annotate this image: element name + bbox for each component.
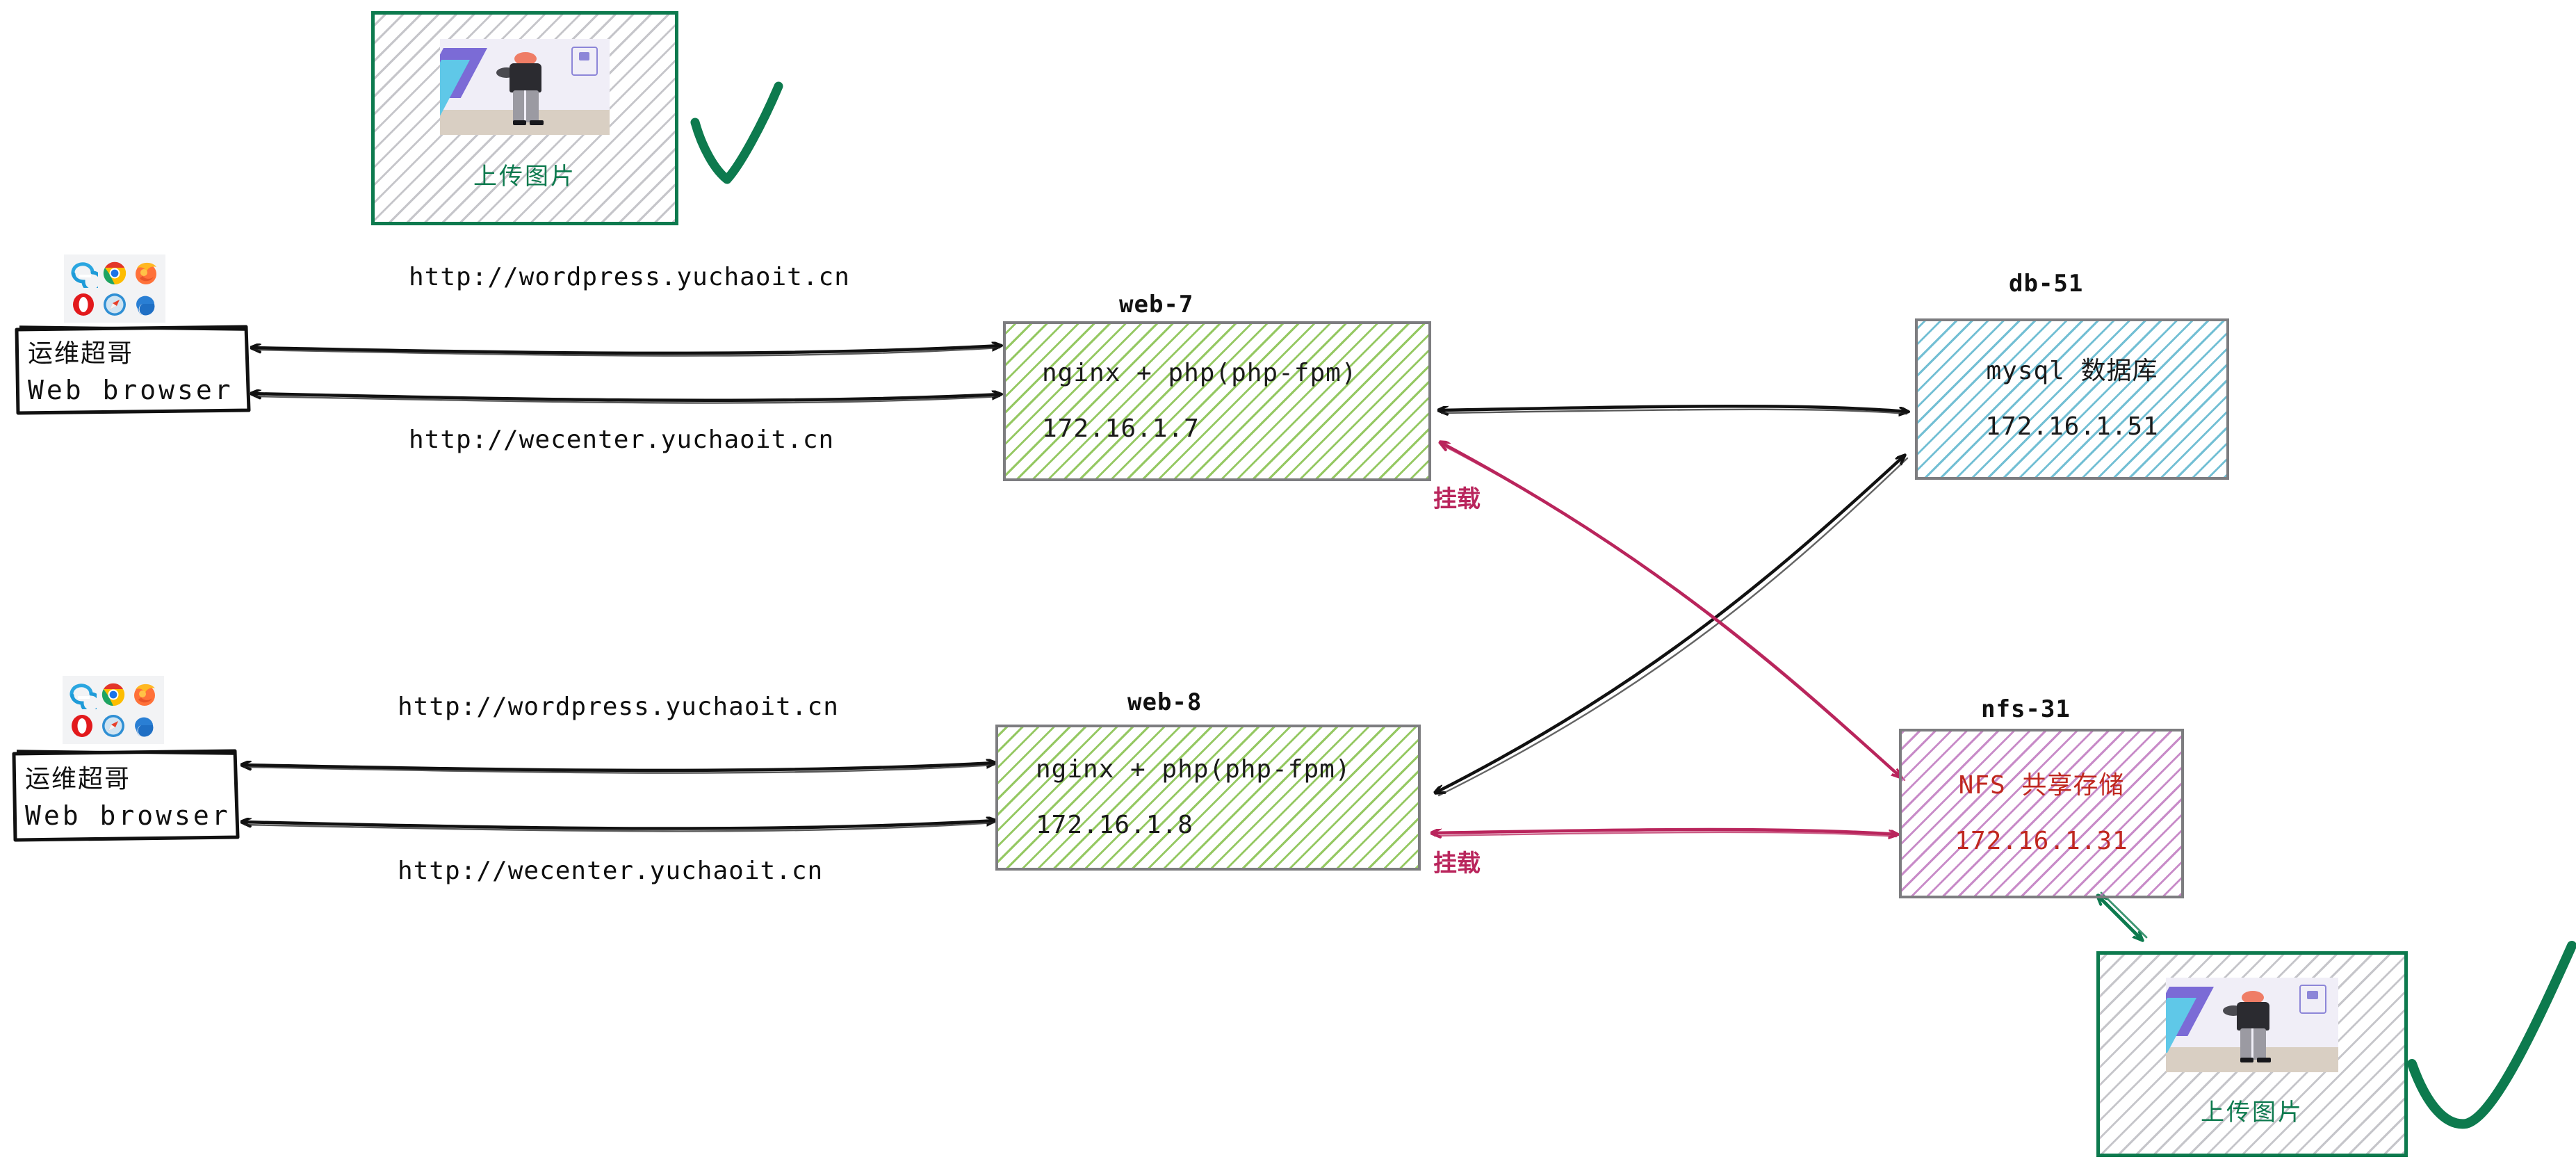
web7-caption: web-7 bbox=[1119, 291, 1194, 318]
arrow-web8-db51 bbox=[1435, 455, 1909, 797]
checkmark-icon-bottom bbox=[2407, 941, 2576, 1129]
upload-card-bottom[interactable]: 上传图片 bbox=[2096, 951, 2408, 1157]
uploaded-photo-thumbnail bbox=[440, 38, 610, 135]
edge-icon bbox=[134, 717, 154, 736]
arrow-client-top-web7-wordpress bbox=[250, 346, 1001, 357]
db51-line1: mysql 数据库 bbox=[1986, 357, 2158, 386]
edge-icon bbox=[136, 296, 155, 315]
chrome-icon bbox=[103, 261, 127, 284]
web7-line2: 172.16.1.7 bbox=[1042, 414, 1200, 443]
uploaded-photo-thumbnail bbox=[2166, 977, 2338, 1072]
url-label-top-wecenter: http://wecenter.yuchaoit.cn bbox=[409, 426, 835, 454]
browser-icons-grid-top bbox=[64, 254, 165, 323]
client-top-line1: 运维超哥 bbox=[28, 339, 134, 368]
arrow-web7-db51 bbox=[1437, 404, 1908, 414]
upload-card-top[interactable]: 上传图片 bbox=[371, 11, 678, 225]
web8-caption: web-8 bbox=[1127, 688, 1203, 716]
safari-icon bbox=[101, 714, 124, 737]
db51-caption: db-51 bbox=[2009, 270, 2084, 298]
arrow-web8-nfs31 bbox=[1430, 827, 1898, 836]
opera-icon bbox=[72, 714, 93, 737]
safari-icon bbox=[103, 293, 126, 316]
ie-icon bbox=[71, 261, 99, 288]
server-box-nfs-31[interactable]: NFS 共享存储 172.16.1.31 bbox=[1899, 729, 2184, 898]
client-bottom-line1: 运维超哥 bbox=[25, 765, 131, 793]
arrow-client-bottom-web8-wecenter bbox=[240, 821, 995, 832]
mount-label-web8: 挂载 bbox=[1433, 850, 1481, 878]
db51-line2: 172.16.1.51 bbox=[1985, 412, 2159, 441]
web7-line1: nginx + php(php-fpm) bbox=[1042, 359, 1358, 388]
url-label-top-wordpress: http://wordpress.yuchaoit.cn bbox=[409, 263, 850, 291]
client-box-top[interactable]: 运维超哥 Web browser bbox=[15, 327, 247, 412]
server-box-db-51[interactable]: mysql 数据库 172.16.1.51 bbox=[1915, 318, 2229, 480]
opera-icon bbox=[73, 293, 95, 316]
arrow-nfs31-upload bbox=[2098, 891, 2148, 940]
client-box-bottom[interactable]: 运维超哥 Web browser bbox=[13, 751, 236, 839]
upload-card-label: 上传图片 bbox=[473, 162, 576, 191]
mount-label-web7: 挂载 bbox=[1433, 485, 1481, 513]
server-box-web-8[interactable]: nginx + php(php-fpm) 172.16.1.8 bbox=[995, 725, 1421, 871]
nfs31-line1: NFS 共享存储 bbox=[1958, 771, 2125, 800]
upload-card-label: 上传图片 bbox=[2201, 1098, 2304, 1126]
browser-icons-grid-bottom bbox=[63, 676, 164, 744]
url-label-bottom-wecenter: http://wecenter.yuchaoit.cn bbox=[398, 857, 824, 885]
client-top-line2: Web browser bbox=[28, 375, 234, 405]
chrome-icon bbox=[101, 683, 125, 706]
web8-line1: nginx + php(php-fpm) bbox=[1036, 755, 1351, 784]
firefox-icon bbox=[133, 684, 155, 706]
arrow-web7-nfs31 bbox=[1440, 442, 1906, 782]
nfs31-caption: nfs-31 bbox=[1981, 695, 2071, 723]
nfs31-line2: 172.16.1.31 bbox=[1955, 827, 2128, 855]
url-label-bottom-wordpress: http://wordpress.yuchaoit.cn bbox=[398, 693, 839, 721]
arrow-client-top-web7-wecenter bbox=[250, 394, 1001, 404]
firefox-icon bbox=[135, 262, 156, 284]
web8-line2: 172.16.1.8 bbox=[1036, 811, 1193, 839]
server-box-web-7[interactable]: nginx + php(php-fpm) 172.16.1.7 bbox=[1003, 321, 1431, 481]
checkmark-icon-top bbox=[690, 81, 783, 184]
client-bottom-line2: Web browser bbox=[25, 800, 231, 831]
arrow-client-bottom-web8-wordpress bbox=[240, 763, 995, 774]
ie-icon bbox=[70, 683, 97, 709]
